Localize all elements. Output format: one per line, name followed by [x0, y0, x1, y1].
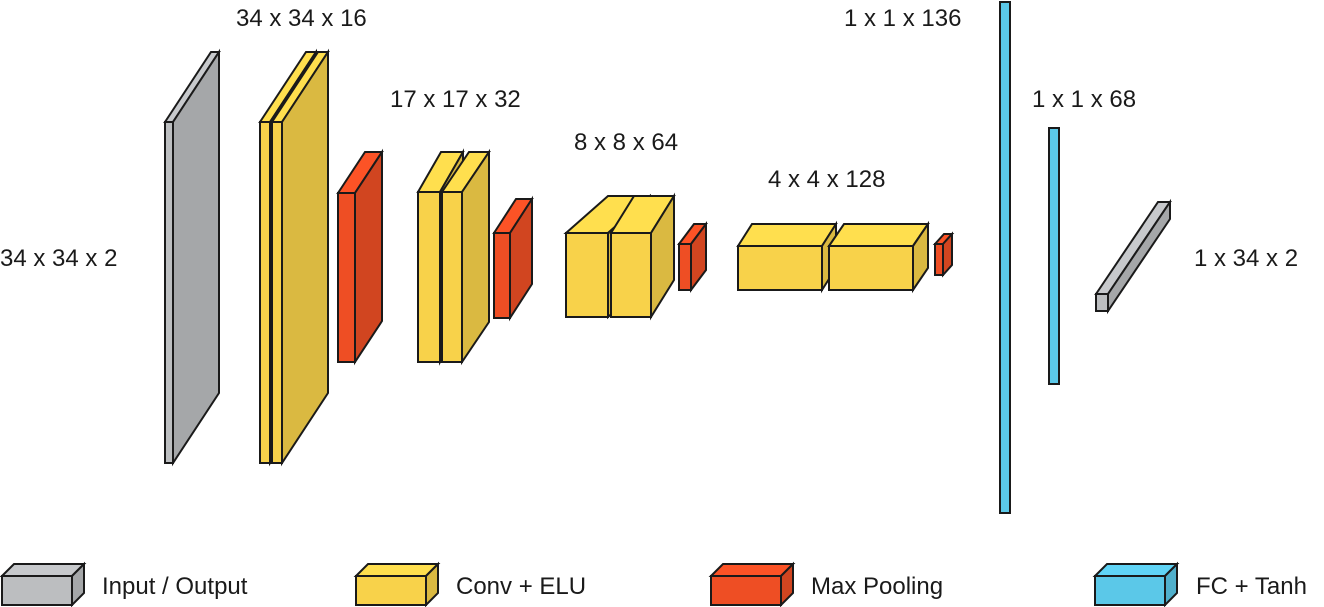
legend-swatch-input-output: [0, 561, 87, 607]
label-conv1: 34 x 34 x 16: [236, 5, 367, 32]
block-fc1: [999, 1, 1011, 514]
label-input: 34 x 34 x 2: [0, 245, 117, 272]
block-pool2: [492, 195, 534, 322]
legend-label-conv-elu: Conv + ELU: [456, 573, 586, 600]
label-conv2: 17 x 17 x 32: [390, 86, 521, 113]
block-fc2: [1048, 127, 1060, 385]
block-pool3: [677, 221, 708, 293]
label-fc1: 1 x 1 x 136: [844, 5, 961, 32]
block-input: [163, 48, 221, 467]
legend-swatch-max-pooling: [708, 561, 796, 607]
legend-label-max-pooling: Max Pooling: [811, 573, 943, 600]
block-output: [1094, 198, 1172, 315]
block-conv3-b: [609, 192, 676, 321]
block-pool4: [932, 231, 955, 278]
block-conv4-a: [736, 220, 838, 294]
legend-swatch-fc-tanh: [1092, 561, 1180, 607]
label-output: 1 x 34 x 2: [1194, 245, 1298, 272]
layer-blocks: [163, 1, 1172, 514]
legend-label-fc-tanh: FC + Tanh: [1196, 573, 1307, 600]
block-pool1: [336, 148, 384, 366]
label-conv3: 8 x 8 x 64: [574, 129, 678, 156]
label-fc2: 1 x 1 x 68: [1032, 86, 1136, 113]
block-conv1-b: [270, 48, 330, 467]
legend-swatch-conv-elu: [353, 561, 441, 607]
legend-label-input-output: Input / Output: [102, 573, 248, 600]
block-conv4-b: [827, 220, 930, 294]
block-conv2-b: [440, 148, 491, 366]
label-conv4: 4 x 4 x 128: [768, 166, 885, 193]
legend: [0, 561, 1180, 607]
